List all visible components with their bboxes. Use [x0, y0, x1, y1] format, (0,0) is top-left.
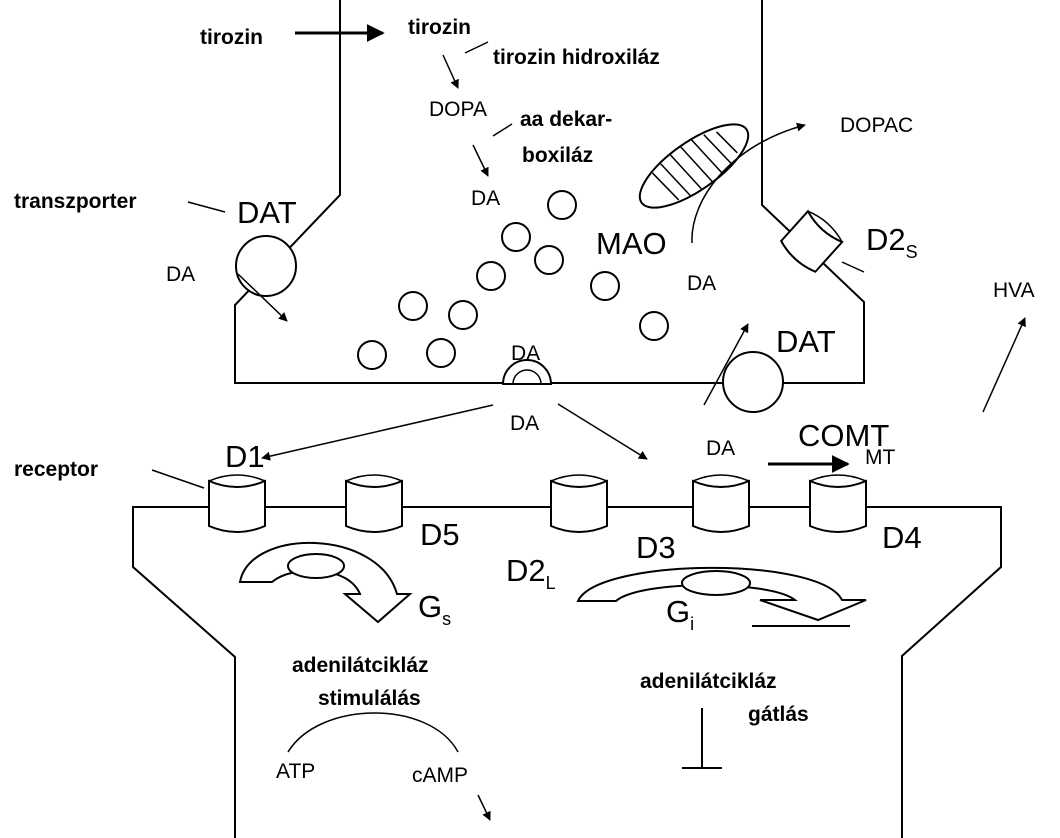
label-transzporter: transzporter [14, 190, 137, 213]
label-hva: HVA [993, 279, 1035, 302]
dopa-to-da-arrow [472, 144, 489, 177]
d2s-link [841, 261, 865, 273]
inhibition-symbol [682, 708, 722, 769]
label-tirozin-inside: tirozin [408, 16, 471, 39]
label-receptor: receptor [14, 458, 98, 481]
label-d2s: D2S [866, 222, 918, 262]
atp-to-camp-arc [287, 712, 459, 753]
dat-transporter-right [722, 351, 784, 413]
hva-arrow [982, 317, 1026, 413]
exocytosis-site [501, 359, 553, 385]
receptor-pointer [151, 469, 205, 489]
gi-curved-arrow [576, 566, 867, 622]
dat-left-reuptake-arrow [237, 273, 288, 322]
da-to-d3-arrow [557, 403, 648, 460]
mao-degradation-arrow [691, 122, 806, 244]
receptor-d2l-shape [550, 474, 608, 533]
label-da-mao: DA [687, 272, 716, 295]
label-dopac: DOPAC [840, 114, 913, 137]
transzporter-pointer [187, 201, 226, 213]
gs-curved-arrow [238, 542, 413, 624]
label-dopa: DOPA [429, 98, 487, 121]
receptor-d4-shape [809, 474, 867, 533]
label-boxilaz: boxiláz [522, 144, 593, 167]
receptor-d3-shape [692, 474, 750, 533]
label-camp: cAMP [412, 764, 468, 787]
label-da-release-top: DA [511, 342, 540, 365]
label-d2l: D2L [506, 553, 556, 593]
label-tirozin-hidroxilaz: tirozin hidroxiláz [493, 46, 660, 69]
label-comt: COMT [798, 418, 889, 453]
label-ac-stimulation-1: adenilátcikláz [292, 654, 429, 677]
label-da-vesicle: DA [471, 187, 500, 210]
aa-dekarboxilaz-pointer [492, 123, 513, 137]
mitochondrion [638, 123, 750, 209]
dat-transporter-left [235, 235, 297, 297]
camp-output-arrow [477, 794, 491, 821]
label-d5: D5 [420, 517, 460, 552]
label-mt: MT [865, 446, 895, 469]
label-ac-inhibition-1: adenilátcikláz [640, 670, 777, 693]
label-tirozin-outside: tirozin [200, 26, 263, 49]
tirozin-to-dopa-arrow [442, 54, 459, 89]
receptor-d5-shape [345, 474, 403, 533]
label-gi: Gi [666, 594, 694, 634]
label-da-release-bottom: DA [510, 412, 539, 435]
receptor-d1-shape [208, 474, 266, 533]
label-ac-stimulation-2: stimulálás [318, 687, 421, 710]
label-d1: D1 [225, 439, 265, 474]
label-d4: D4 [882, 520, 922, 555]
da-to-d1-arrow [261, 404, 494, 461]
label-ac-inhibition-2: gátlás [748, 703, 809, 726]
label-atp: ATP [276, 760, 315, 783]
synaptic-vesicles [357, 190, 669, 370]
label-d3: D3 [636, 530, 676, 565]
label-gs: Gs [418, 589, 451, 629]
label-dat-right: DAT [776, 324, 836, 359]
label-da-comt: DA [706, 437, 735, 460]
label-aa-dekar: aa dekar- [520, 108, 612, 131]
label-dat-left: DAT [237, 195, 297, 230]
tirozin-hidroxilaz-pointer [464, 41, 489, 54]
label-mao: MAO [596, 226, 667, 261]
dat-right-reuptake-arrow [703, 323, 749, 406]
d2s-autoreceptor [779, 209, 844, 273]
label-da-dat-left: DA [166, 263, 195, 286]
